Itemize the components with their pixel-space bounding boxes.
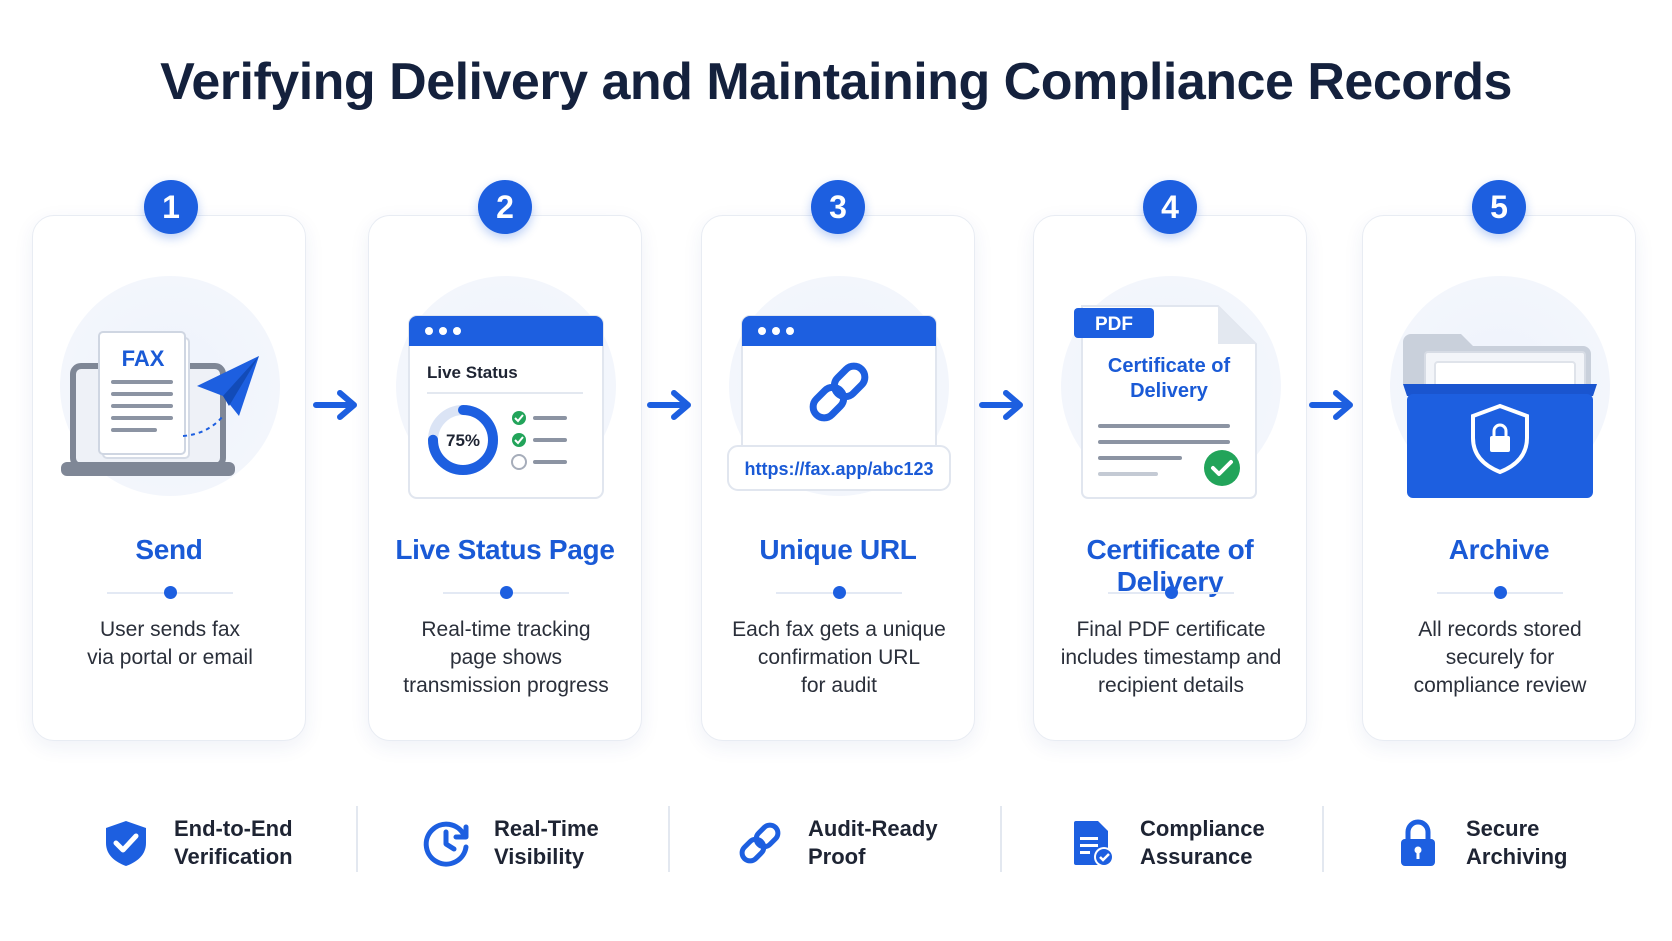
fax-label: FAX <box>122 346 165 371</box>
check-icon <box>512 411 526 425</box>
step-number-badge: 4 <box>1143 180 1197 234</box>
arrow-right-icon <box>979 390 1023 420</box>
doc-title-line: Delivery <box>1130 380 1209 402</box>
status-window-title: Live Status <box>427 363 518 382</box>
feature-secure-archiving: Secure Archiving <box>1392 808 1567 878</box>
check-icon <box>512 433 526 447</box>
step-title: Unique URL <box>759 534 917 565</box>
link-icon <box>809 362 869 422</box>
url-text: https://fax.app/abc123 <box>744 459 933 479</box>
shield-check-icon <box>106 821 146 866</box>
check-circle-icon <box>1204 450 1240 486</box>
progress-text: 75% <box>446 431 480 450</box>
doc-title-line: Certificate of <box>1108 355 1231 377</box>
arrow-right-icon <box>647 390 691 420</box>
step-description: User sends fax via portal or email <box>87 618 253 669</box>
arrow-right-icon <box>313 390 357 420</box>
step-card-certificate: PDF Certificate of Delivery Certificate … <box>1033 215 1307 741</box>
archive-folder-illustration <box>1403 334 1597 498</box>
padlock-icon <box>1401 819 1435 866</box>
page-title: Verifying Delivery and Maintaining Compl… <box>160 53 1512 111</box>
feature-compliance-assurance: Compliance Assurance <box>1066 808 1265 878</box>
pending-circle-icon <box>511 454 527 470</box>
step-description: All records stored securely for complian… <box>1413 618 1587 697</box>
feature-end-to-end-verification: End-to-End Verification <box>100 808 293 878</box>
step-number-badge: 5 <box>1472 180 1526 234</box>
fax-send-illustration: FAX <box>61 331 259 476</box>
step-number-badge: 2 <box>478 180 532 234</box>
step-number-badge: 3 <box>811 180 865 234</box>
status-window-illustration: Live Status 75% <box>408 315 604 499</box>
certificate-illustration: PDF Certificate of Delivery <box>1074 305 1257 499</box>
step-card-unique-url: https://fax.app/abc123 Unique URL Each f… <box>701 215 975 741</box>
step-card-send: FAX Send User sends fax via portal or em… <box>32 215 306 741</box>
shield-lock-icon <box>1471 403 1529 475</box>
feature-real-time-visibility: Real-Time Visibility <box>420 808 599 878</box>
step-description: Final PDF certificate includes timestamp… <box>1060 618 1282 697</box>
step-title: Archive <box>1448 534 1550 565</box>
progress-ring <box>428 405 498 475</box>
step-card-live-status: Live Status 75% Live Status Page Real-ti… <box>368 215 642 741</box>
step-title: Live Status Page <box>395 534 615 565</box>
paper-plane-icon <box>197 356 259 416</box>
step-title: Certificate of Delivery <box>1086 534 1254 597</box>
url-window-illustration: https://fax.app/abc123 <box>727 315 951 491</box>
clock-icon <box>423 821 469 867</box>
step-card-archive: Archive All records stored securely for … <box>1362 215 1636 741</box>
step-description: Each fax gets a unique confirmation URL … <box>732 618 946 697</box>
step-title: Send <box>135 534 203 565</box>
feature-audit-ready-proof: Audit-Ready Proof <box>734 808 938 878</box>
arrow-right-icon <box>1309 390 1353 420</box>
step-description: Real-time tracking page shows transmissi… <box>403 618 609 697</box>
link-icon <box>739 822 781 864</box>
step-number-badge: 1 <box>144 180 198 234</box>
document-check-icon <box>1074 821 1114 867</box>
pdf-tag: PDF <box>1095 314 1133 335</box>
